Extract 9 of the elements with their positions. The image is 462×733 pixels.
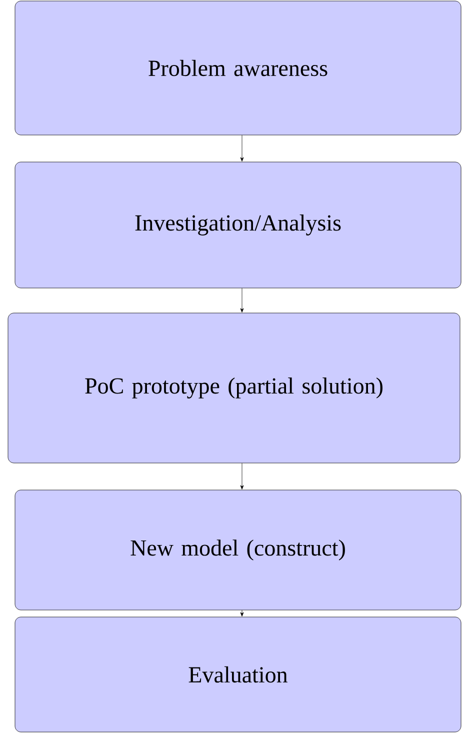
arrow — [240, 288, 244, 312]
arrow — [240, 135, 244, 162]
arrow — [240, 610, 244, 616]
process-box: Evaluation — [14, 616, 462, 732]
process-box: New model (construct) — [14, 490, 462, 610]
process-box: PoC prototype (partial solution) — [8, 312, 460, 464]
process-box: Investigation/Analysis — [14, 162, 462, 288]
arrow — [240, 463, 244, 490]
process-box: Problem awareness — [14, 0, 462, 136]
